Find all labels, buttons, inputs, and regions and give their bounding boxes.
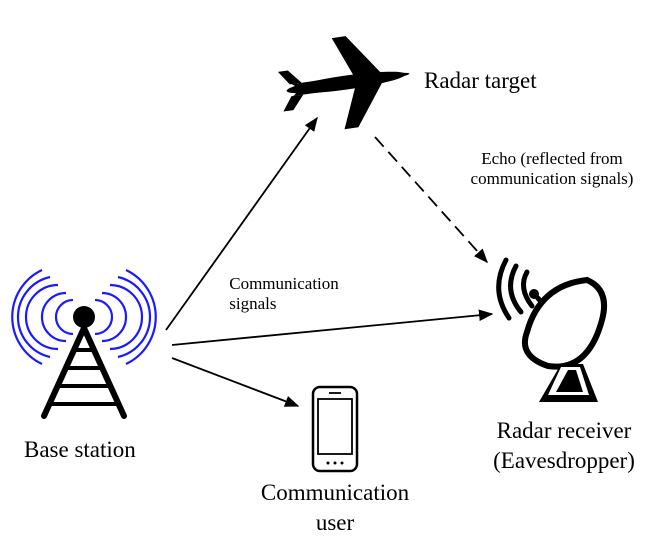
radar-target-label: Radar target xyxy=(424,68,537,93)
radio-tower-icon xyxy=(11,269,157,419)
satellite-dish-icon xyxy=(496,257,608,402)
echo-label-line1: Echo (reflected from xyxy=(481,149,623,168)
radar-receiver-label: Radar receiver (Eavesdropper) xyxy=(493,416,635,476)
communication-user-line2: user xyxy=(315,509,355,535)
communication-signals-line2: signals xyxy=(229,294,277,314)
communication-signals-line1: Communication xyxy=(229,274,339,293)
echo-label: Echo (reflected from communication signa… xyxy=(471,149,634,190)
communication-signals-label: Communication signals xyxy=(229,274,339,315)
communication-user-line1: Communication xyxy=(260,480,410,505)
airplane-icon xyxy=(277,36,410,130)
base-station-label: Base station xyxy=(24,437,136,462)
radio-waves xyxy=(11,269,157,365)
arrow-base-to-target xyxy=(165,116,318,331)
arrow-echo-dashed xyxy=(374,136,488,264)
radar-receiver-line2: (Eavesdropper) xyxy=(493,447,635,473)
arrow-base-to-user xyxy=(171,357,300,407)
edges xyxy=(165,116,494,407)
smartphone-icon xyxy=(311,385,359,473)
echo-label-line2: communication signals) xyxy=(470,169,634,189)
communication-user-label: Communication user xyxy=(261,478,409,538)
radar-receiver-line1: Radar receiver xyxy=(496,418,632,443)
arrow-base-to-receiver xyxy=(171,309,494,346)
